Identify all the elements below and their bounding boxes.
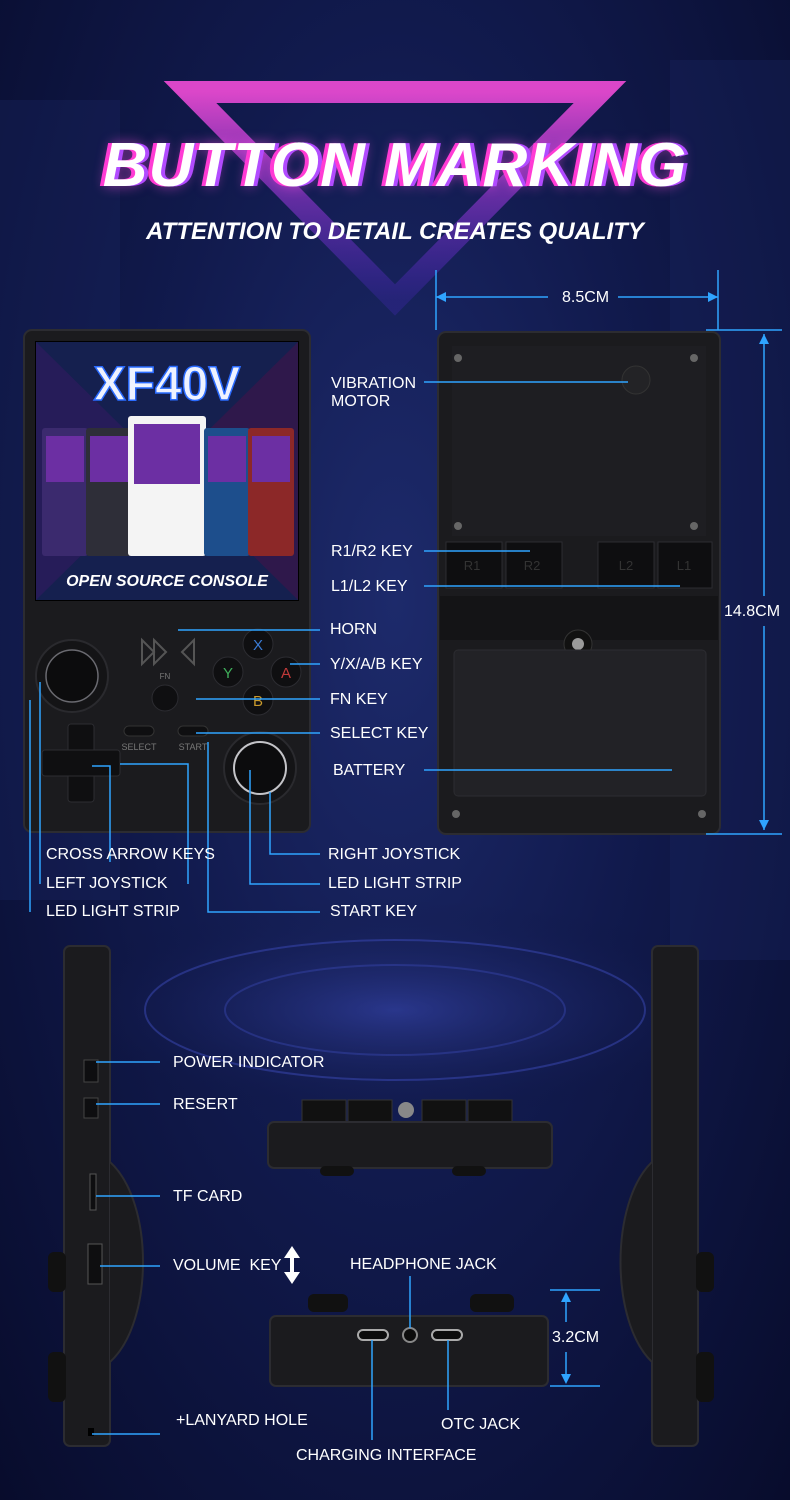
front-view-device: XF40V OPEN SOURCE CONSOLE X Y A B FN SEL… [23,329,311,833]
shoulder-buttons: R1 R2 L2 L1 [445,541,713,589]
label-battery: BATTERY [333,762,406,779]
svg-text:L2: L2 [619,558,633,573]
a-button-label: A [281,665,291,682]
right-side-view-device [619,945,714,1447]
label-power-indicator: POWER INDICATOR [173,1054,325,1071]
dimension-height: 14.8CM [724,603,781,620]
fn-button [151,684,179,712]
label-fn-key: FN KEY [330,691,388,708]
screen-model-text: XF40V [94,358,241,411]
volume-key [87,1243,103,1285]
power-indicator-button [83,1059,99,1083]
label-start-key: START KEY [330,903,418,920]
otc-jack-port [431,1329,463,1341]
label-left-joystick: LEFT JOYSTICK [46,875,168,892]
label-otc-jack: OTC JACK [441,1416,521,1433]
y-button [212,656,244,688]
label-vibration-motor: VIBRATION MOTOR [331,375,417,410]
x-button [242,628,274,660]
vibration-motor [621,365,651,395]
svg-text:L1: L1 [677,558,691,573]
svg-text:R2: R2 [524,558,541,573]
headphone-jack-port [402,1327,418,1343]
start-button [177,725,209,737]
label-r1r2-key: R1/R2 KEY [331,543,413,560]
reset-button [83,1097,99,1119]
screen-console-lineup [42,416,294,556]
label-horn: HORN [330,621,378,638]
label-select-key: SELECT KEY [330,725,429,742]
top-view-device [267,1099,553,1176]
charging-interface-port [357,1329,389,1341]
lanyard-hole [88,1428,94,1436]
left-side-view-device [48,945,144,1447]
b-button [242,684,274,716]
battery-cover [453,649,707,797]
select-button [123,725,155,737]
dimension-width: 8.5CM [562,289,610,306]
label-led-light-strip-left: LED LIGHT STRIP [46,903,180,920]
label-volume-key: VOLUME KEY [173,1257,282,1274]
page-subtitle: ATTENTION TO DETAIL CREATES QUALITY [146,218,644,245]
bottom-view-device [269,1294,549,1387]
b-button-label: B [253,693,263,710]
label-headphone-jack: HEADPHONE JACK [350,1256,497,1273]
label-yxab-key: Y/X/A/B KEY [330,656,423,673]
start-button-caption: START [179,742,208,752]
label-lanyard-hole: +LANYARD HOLE [176,1412,308,1429]
x-button-label: X [253,637,263,654]
label-l1l2-key: L1/L2 KEY [331,578,408,595]
label-led-light-strip-right: LED LIGHT STRIP [328,875,462,892]
label-cross-arrow-keys: CROSS ARROW KEYS [46,846,215,863]
label-tf-card: TF CARD [173,1188,243,1205]
label-resert: RESERT [173,1096,238,1113]
page-title: BUTTON MARKING [102,131,688,200]
svg-text:R1: R1 [464,558,481,573]
fn-button-caption: FN [160,672,171,681]
volume-arrow-icon [284,1246,300,1284]
label-charging-interface: CHARGING INTERFACE [296,1447,477,1464]
dimension-thickness: 3.2CM [552,1329,600,1346]
tf-card-slot [89,1173,97,1211]
label-right-joystick: RIGHT JOYSTICK [328,846,461,863]
horn-icon [141,637,195,667]
select-button-caption: SELECT [121,742,157,752]
y-button-label: Y [223,665,233,682]
screen-tagline-text: OPEN SOURCE CONSOLE [66,573,269,590]
back-view-device: R1 R2 L2 L1 [437,331,721,835]
